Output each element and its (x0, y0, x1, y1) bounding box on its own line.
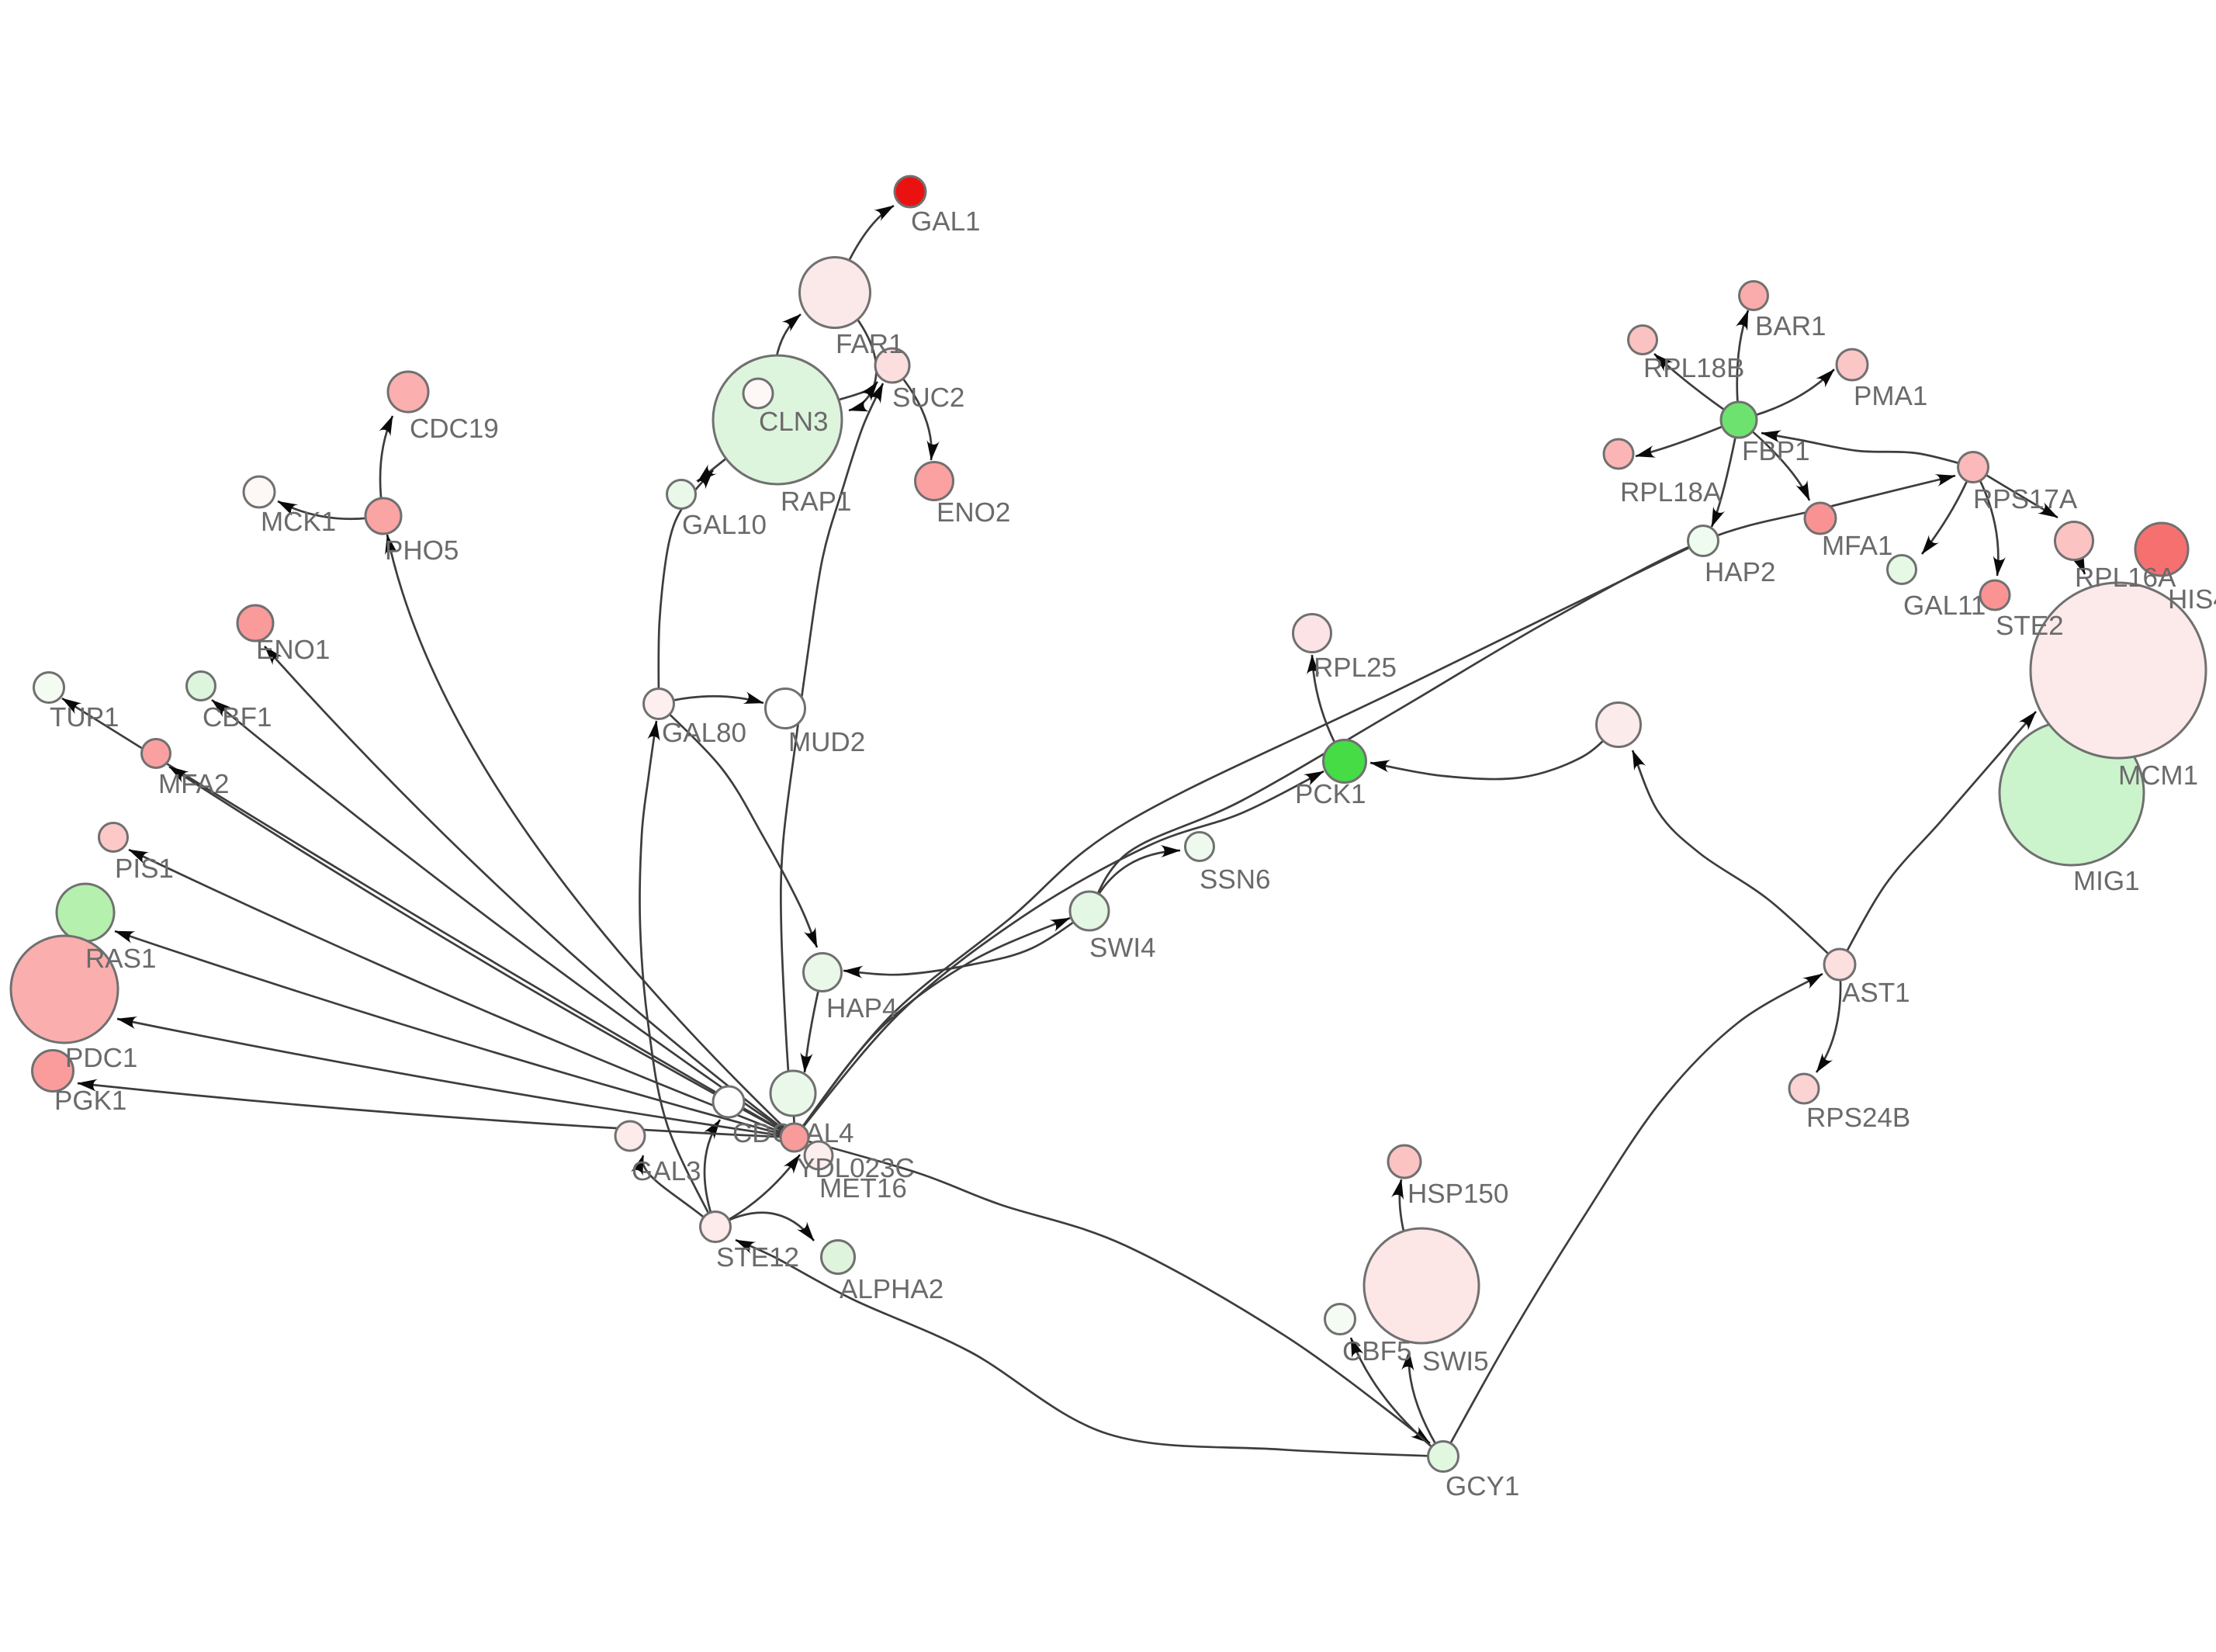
svg-text:AST1: AST1 (1842, 978, 1910, 1008)
svg-text:GCY1: GCY1 (1446, 1471, 1519, 1501)
svg-text:PHO5: PHO5 (385, 535, 459, 566)
svg-text:PGK1: PGK1 (54, 1086, 126, 1116)
svg-text:STE2: STE2 (1996, 611, 2064, 641)
svg-text:MCM1: MCM1 (2118, 760, 2198, 791)
svg-text:GAL10: GAL10 (682, 510, 767, 540)
svg-text:RAS1: RAS1 (85, 944, 156, 974)
svg-text:BAR1: BAR1 (1755, 311, 1826, 341)
svg-text:RPL18B: RPL18B (1643, 353, 1744, 383)
svg-text:GAL3: GAL3 (632, 1156, 701, 1186)
svg-text:SSN6: SSN6 (1200, 864, 1270, 895)
svg-text:MFA2: MFA2 (158, 769, 229, 799)
svg-text:CDC19: CDC19 (410, 414, 499, 444)
svg-text:MIG1: MIG1 (2073, 866, 2140, 896)
svg-text:GAL80: GAL80 (662, 718, 746, 748)
svg-text:YDL023C: YDL023C (797, 1153, 915, 1183)
svg-text:RPL16A: RPL16A (2075, 563, 2176, 593)
svg-text:ENO1: ENO1 (256, 635, 330, 665)
svg-text:HAP2: HAP2 (1705, 557, 1775, 587)
svg-text:ALPHA2: ALPHA2 (840, 1274, 944, 1304)
svg-text:ENO2: ENO2 (937, 497, 1010, 528)
svg-text:TUP1: TUP1 (50, 702, 119, 732)
svg-text:MUD2: MUD2 (788, 727, 865, 757)
svg-text:RPS24B: RPS24B (1806, 1103, 1910, 1133)
svg-text:CLN3: CLN3 (759, 407, 828, 437)
svg-text:HSP150: HSP150 (1408, 1179, 1508, 1209)
svg-text:MFA1: MFA1 (1822, 531, 1892, 561)
svg-text:CBF5: CBF5 (1342, 1336, 1411, 1366)
svg-text:PIS1: PIS1 (115, 854, 174, 884)
svg-text:SUC2: SUC2 (892, 383, 964, 413)
svg-text:RPS17A: RPS17A (1973, 484, 2078, 514)
svg-text:MET16: MET16 (819, 1173, 907, 1204)
svg-text:GAL11: GAL11 (1903, 590, 1986, 621)
svg-text:RAP1: RAP1 (781, 487, 851, 517)
svg-text:MCK1: MCK1 (261, 507, 336, 537)
svg-text:PMA1: PMA1 (1854, 381, 1927, 411)
svg-text:CBF1: CBF1 (203, 702, 272, 732)
svg-text:PCK1: PCK1 (1295, 779, 1366, 809)
svg-text:FBP1: FBP1 (1742, 436, 1810, 466)
svg-text:SWI4: SWI4 (1089, 933, 1156, 963)
svg-text:PDC1: PDC1 (65, 1043, 137, 1073)
svg-text:FAR1: FAR1 (836, 329, 904, 359)
svg-text:HIS4: HIS4 (2168, 584, 2216, 615)
svg-text:GAL1: GAL1 (911, 206, 981, 237)
svg-text:RPL18A: RPL18A (1620, 477, 1722, 507)
svg-text:STE12: STE12 (716, 1242, 799, 1273)
svg-text:HAP4: HAP4 (826, 993, 897, 1023)
svg-text:SWI5: SWI5 (1422, 1346, 1489, 1377)
svg-text:RPL25: RPL25 (1314, 653, 1397, 683)
